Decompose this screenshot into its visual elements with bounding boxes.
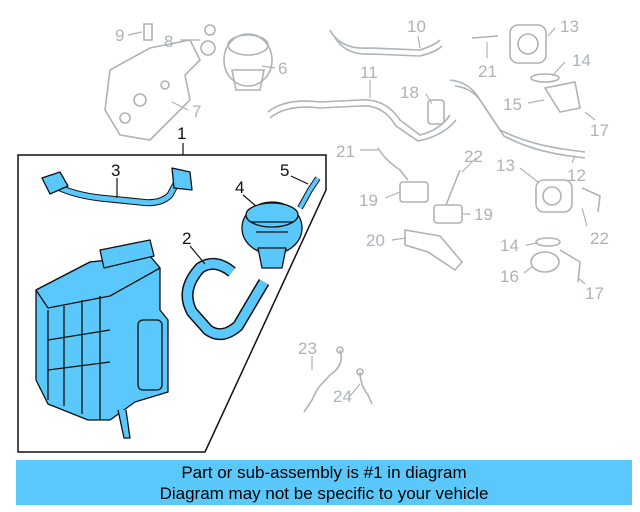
hose-part-10	[329, 29, 441, 51]
connector-part-19	[399, 181, 429, 203]
callout-21-mid: 21	[336, 142, 355, 161]
callout-8: 8	[164, 32, 173, 51]
banner-line-1: Part or sub-assembly is #1 in diagram	[181, 462, 467, 482]
callout-14-top: 14	[572, 51, 591, 70]
callout-10: 10	[407, 17, 426, 36]
muted-leaders	[127, 27, 596, 397]
callout-19-left: 19	[359, 191, 378, 210]
callout-23: 23	[298, 339, 317, 358]
sensor-part-23	[303, 349, 343, 413]
parts-diagram: 1 3 2 4 5 9 8 6 7 10 11 21 13 14 15 17 1…	[17, 17, 609, 453]
callout-2: 2	[182, 229, 191, 248]
callout-5: 5	[280, 161, 289, 180]
callout-12: 12	[567, 166, 586, 185]
callout-19-right: 19	[474, 205, 493, 224]
callout-15: 15	[503, 95, 522, 114]
callout-18: 18	[400, 83, 419, 102]
callout-17-top: 17	[590, 121, 609, 140]
callout-24: 24	[333, 387, 352, 406]
assembly-box	[17, 154, 327, 453]
dark-leaders	[116, 175, 309, 265]
callouts: 1 3 2 4 5 9 8 6 7 10 11 21 13 14 15 17 1…	[111, 17, 609, 406]
valve-part-13	[509, 24, 547, 64]
highlighted-parts	[35, 167, 321, 439]
callout-7: 7	[192, 102, 201, 121]
callout-14-low: 14	[500, 236, 519, 255]
callout-22-mid: 22	[464, 147, 483, 166]
callout-13-mid: 13	[496, 156, 515, 175]
callout-9: 9	[115, 26, 124, 45]
bracket-part-20	[404, 229, 464, 272]
background-parts	[104, 23, 601, 413]
hose-part-11	[267, 99, 451, 136]
callout-21-top: 21	[478, 62, 497, 81]
sensor-part-24	[359, 371, 373, 405]
callout-3: 3	[111, 161, 120, 180]
callout-22-right: 22	[590, 229, 609, 248]
callout-1: 1	[177, 124, 186, 143]
callout-20: 20	[366, 231, 385, 250]
callout-6: 6	[278, 59, 287, 78]
callout-11: 11	[360, 63, 378, 82]
bracket-part-7	[104, 39, 201, 141]
info-banner: Part or sub-assembly is #1 in diagram Di…	[16, 460, 632, 505]
pump-part-6	[223, 33, 273, 87]
callout-13-top: 13	[560, 17, 579, 36]
callout-4: 4	[235, 178, 244, 197]
banner-line-2: Diagram may not be specific to your vehi…	[159, 483, 489, 503]
callout-17-low: 17	[585, 284, 604, 303]
callout-16: 16	[500, 267, 519, 286]
